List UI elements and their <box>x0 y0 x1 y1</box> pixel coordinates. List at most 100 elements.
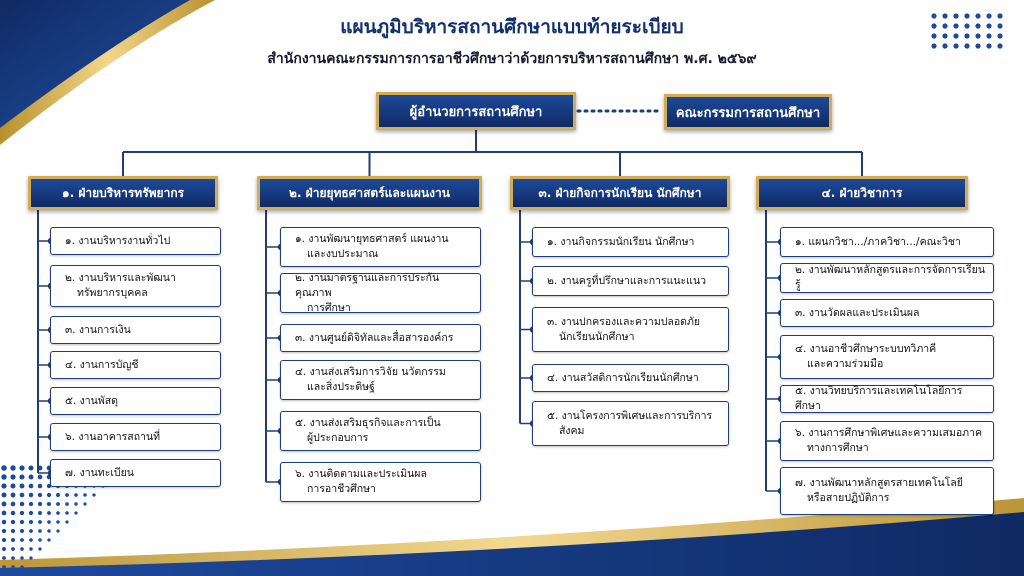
decor-dot <box>28 492 34 498</box>
task-text-line: หรือสายปฏิบัติการ <box>807 492 890 504</box>
decor-dot <box>10 465 16 471</box>
decor-dot <box>2 556 6 560</box>
decor-dot <box>1 537 7 543</box>
task-box: ๔. งานสวัสดิการนักเรียนนักศึกษา <box>532 364 729 392</box>
task-text-line: ผู้ประกอบการ <box>307 432 369 444</box>
task-text-line: ๗. งานพัฒนาหลักสูตรสายเทคโนโลยี <box>795 477 963 489</box>
task-text: ๒. งานบริหารและพัฒนาทรัพยากรบุคคล <box>65 271 176 301</box>
decor-dot <box>953 23 959 29</box>
decor-dot <box>47 511 51 515</box>
task-box: ๕. งานวิทยบริการและเทคโนโลยีการศึกษา <box>780 385 994 413</box>
decor-dot <box>56 493 60 497</box>
task-text: ๔. งานส่งเสริมการวิจัย นวัตกรรมและสิ่งปร… <box>295 365 446 395</box>
decor-dot <box>19 465 25 471</box>
task-box: ๑. แผนกวิชา.../ภาควิชา.../คณะวิชา <box>780 227 994 257</box>
task-text: ๑. งานบริหารงานทั่วไป <box>65 234 170 249</box>
decor-dot <box>997 33 1003 39</box>
task-text: ๑. งานกิจกรรมนักเรียน นักศึกษา <box>547 235 694 250</box>
decor-dot <box>47 538 51 542</box>
decor-dot <box>10 528 16 534</box>
task-box: ๑. งานพัฒนายุทธศาสตร์ แผนงานและงบประมาณ <box>280 227 481 267</box>
task-text-line: ทางการศึกษา <box>807 442 869 454</box>
task-text-line: ๕. งานโครงการพิเศษและการบริการ <box>547 409 713 422</box>
committee-box: คณะกรรมการสถานศึกษา <box>664 94 832 130</box>
task-text-line: ๑. แผนกวิชา.../ภาควิชา.../คณะวิชา <box>795 235 961 248</box>
task-text-line: ๔. งานส่งเสริมการวิจัย นวัตกรรม <box>295 366 446 378</box>
decor-dot <box>38 520 42 524</box>
decor-dot <box>47 502 51 506</box>
decor-dot <box>1 492 7 498</box>
decor-dot <box>38 547 42 551</box>
task-text-line: และสิ่งประดิษฐ์ <box>307 381 375 393</box>
decor-dot <box>986 23 992 29</box>
decor-dot <box>56 502 60 506</box>
decor-dot <box>975 33 981 39</box>
committee-label: คณะกรรมการสถานศึกษา <box>675 105 821 121</box>
decor-dot <box>942 43 948 49</box>
decor-dot <box>38 529 42 533</box>
task-box: ๕. งานส่งเสริมธุรกิจและการเป็นผู้ประกอบก… <box>280 411 481 451</box>
task-box: ๔. งานอาชีวศึกษาระบบทวิภาคีและความร่วมมื… <box>780 335 994 379</box>
task-box: ๒. งานครูที่ปรึกษาและการแนะแนว <box>532 266 729 296</box>
decor-dot <box>28 501 34 507</box>
decor-dot <box>74 502 78 506</box>
director-label: ผู้อำนวยการสถานศึกษา <box>409 104 543 120</box>
decor-dot <box>29 520 33 524</box>
dot-pattern-bottom-left <box>1 465 105 569</box>
decor-dot <box>29 547 33 551</box>
task-box: ๓. งานศูนย์ดิจิทัลและสื่อสารองค์กร <box>280 324 481 352</box>
task-text: ๓. งานวัดผลและประเมินผล <box>795 306 919 321</box>
decor-dot <box>65 520 69 524</box>
decor-dot <box>986 43 992 49</box>
task-text-line: ๕. งานส่งเสริมธุรกิจและการเป็น <box>295 417 441 429</box>
decor-dot <box>37 501 43 507</box>
task-box: ๖. งานการศึกษาพิเศษและความเสมอภาคทางการศ… <box>780 421 994 461</box>
decor-dot <box>20 529 24 533</box>
task-box: ๔. งานการบัญชี <box>50 351 221 379</box>
decor-dot <box>83 493 87 497</box>
task-text-line: ๒. งานพัฒนาหลักสูตรและการจัดการเรียนรู้ <box>795 264 986 291</box>
decor-dot <box>10 474 16 480</box>
decor-dot <box>931 33 937 39</box>
decor-dot <box>56 529 60 533</box>
decor-dot <box>1 501 7 507</box>
decor-dot <box>92 493 96 497</box>
decor-dot <box>37 492 43 498</box>
decor-dot <box>74 493 78 497</box>
decor-dot <box>11 547 15 551</box>
decor-dot <box>1 465 7 471</box>
decor-dot <box>38 511 42 515</box>
task-text: ๓. งานปกครองและความปลอดภัยนักเรียนนักศึก… <box>547 315 700 345</box>
decor-dot <box>28 474 34 480</box>
task-text-line: นักเรียนนักศึกษา <box>559 330 635 343</box>
decor-dot <box>975 43 981 49</box>
task-text-line: ๓. งานศูนย์ดิจิทัลและสื่อสารองค์กร <box>295 331 454 344</box>
task-text: ๖. งานการศึกษาพิเศษและความเสมอภาคทางการศ… <box>795 426 982 456</box>
decor-dot <box>964 33 970 39</box>
task-box: ๗. งานพัฒนาหลักสูตรสายเทคโนโลยีหรือสายปฏ… <box>780 467 994 515</box>
task-text: ๒. งานพัฒนาหลักสูตรและการจัดการเรียนรู้ <box>795 263 987 293</box>
task-text-line: ๕. งานวิทยบริการและเทคโนโลยีการศึกษา <box>795 385 963 412</box>
task-box: ๗. งานทะเบียน <box>50 459 221 487</box>
task-text: ๕. งานโครงการพิเศษและการบริการสังคม <box>547 409 712 439</box>
task-text-line: และงบประมาณ <box>307 248 379 260</box>
task-box: ๖. งานอาคารสถานที่ <box>50 423 221 451</box>
division-header: ๑. ฝ่ายบริหารทรัพยากร <box>28 176 218 210</box>
decor-dot <box>986 33 992 39</box>
task-text-line: ๑. งานกิจกรรมนักเรียน นักศึกษา <box>547 235 695 248</box>
decor-dot <box>964 23 970 29</box>
decor-dot <box>29 529 33 533</box>
task-text-line: ๔. งานการบัญชี <box>65 358 139 371</box>
task-text: ๔. งานการบัญชี <box>65 358 138 373</box>
decor-dot <box>997 23 1003 29</box>
decor-dot <box>975 23 981 29</box>
task-text: ๖. งานอาคารสถานที่ <box>65 430 160 445</box>
task-box: ๕. งานพัสดุ <box>50 387 221 415</box>
task-box: ๒. งานมาตรฐานและการประกันคุณภาพการศึกษา <box>280 272 481 314</box>
bottom-wave <box>0 498 1024 576</box>
decor-dot <box>28 465 34 471</box>
task-text: ๕. งานส่งเสริมธุรกิจและการเป็นผู้ประกอบก… <box>295 416 441 446</box>
task-box: ๑. งานกิจกรรมนักเรียน นักศึกษา <box>532 227 729 257</box>
